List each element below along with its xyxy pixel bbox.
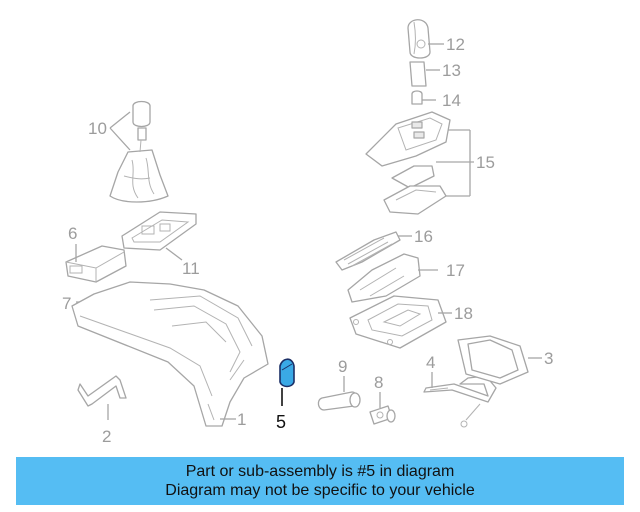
- part-9-lighter[interactable]: [317, 391, 361, 411]
- part-14-clip[interactable]: [411, 90, 423, 105]
- label-12: 12: [446, 35, 465, 54]
- part-15-selector-assembly[interactable]: [365, 111, 451, 215]
- part-12-auto-knob[interactable]: [407, 19, 431, 59]
- part-10-shift-knob-boot[interactable]: [109, 100, 169, 203]
- part-6-armrest-lid[interactable]: [65, 245, 127, 283]
- part-13-sleeve[interactable]: [409, 61, 427, 87]
- label-1: 1: [237, 410, 246, 429]
- part-5-highlighted[interactable]: [279, 358, 295, 388]
- label-8: 8: [374, 373, 383, 392]
- part-2-bracket[interactable]: [77, 375, 127, 407]
- part-4-handle[interactable]: [423, 375, 497, 428]
- label-11: 11: [182, 259, 200, 278]
- banner-line-2: Diagram may not be specific to your vehi…: [165, 482, 475, 499]
- label-10: 10: [88, 119, 107, 138]
- part-8-socket[interactable]: [369, 405, 396, 425]
- label-14: 14: [442, 91, 461, 110]
- label-4: 4: [426, 353, 435, 372]
- label-5: 5: [276, 412, 286, 432]
- part-18-shifter-base[interactable]: [349, 295, 447, 349]
- parts-diagram: 10 11 6 7 1 2 5: [62, 19, 553, 446]
- part-17-cover[interactable]: [347, 253, 421, 303]
- label-17: 17: [446, 261, 465, 280]
- label-2: 2: [102, 427, 111, 446]
- part-11-shift-plate[interactable]: [121, 211, 197, 251]
- label-18: 18: [454, 304, 473, 323]
- banner-line-1: Part or sub-assembly is #5 in diagram: [185, 463, 455, 480]
- part-1-center-console[interactable]: [71, 281, 269, 427]
- label-16: 16: [414, 227, 433, 246]
- label-9: 9: [338, 357, 347, 376]
- label-6: 6: [68, 224, 77, 243]
- part-3-ring[interactable]: [457, 335, 529, 385]
- info-banner: Part or sub-assembly is #5 in diagram Di…: [16, 457, 624, 505]
- label-7: 7: [62, 294, 71, 313]
- label-13: 13: [442, 61, 461, 80]
- label-15: 15: [476, 153, 495, 172]
- label-3: 3: [544, 349, 553, 368]
- part-16-indicator-plate[interactable]: [335, 231, 401, 271]
